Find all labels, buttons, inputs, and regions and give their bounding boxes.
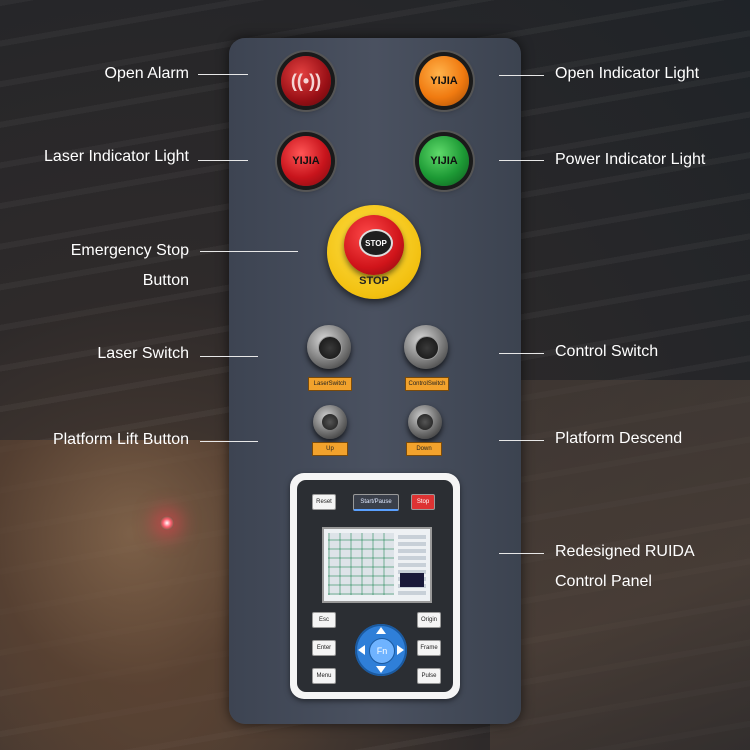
label-power-indicator: Power Indicator Light bbox=[555, 151, 706, 168]
platform-down-button[interactable] bbox=[408, 405, 442, 439]
label-open-indicator: Open Indicator Light bbox=[555, 65, 700, 82]
leader-platform-lift bbox=[200, 441, 258, 442]
brand-label: YIJIA bbox=[430, 155, 458, 167]
label-ruida-2: Control Panel bbox=[555, 573, 652, 590]
estop-cap: STOP bbox=[359, 229, 393, 257]
leader-platform-descend bbox=[499, 440, 544, 441]
button-cap bbox=[322, 414, 338, 430]
leader-power-indicator bbox=[499, 160, 544, 161]
key-slot-icon bbox=[318, 336, 342, 360]
laser-switch-tag: LaserSwitch bbox=[308, 377, 352, 391]
label-laser-indicator: Laser Indicator Light bbox=[44, 148, 189, 165]
stop-button[interactable]: Stop bbox=[411, 494, 435, 510]
origin-button[interactable]: Origin bbox=[417, 612, 441, 628]
esc-button[interactable]: Esc bbox=[312, 612, 336, 628]
arrow-right-icon[interactable] bbox=[397, 645, 404, 655]
brand-label: YIJIA bbox=[430, 75, 458, 87]
label-laser-switch: Laser Switch bbox=[97, 345, 189, 362]
menu-button[interactable]: Menu bbox=[312, 668, 336, 684]
leader-laser-switch bbox=[200, 356, 258, 357]
arrow-left-icon[interactable] bbox=[358, 645, 365, 655]
button-cap bbox=[417, 414, 433, 430]
power-indicator-light: YIJIA bbox=[419, 136, 469, 186]
label-emergency-stop-2: Button bbox=[142, 272, 189, 289]
estop-rim-text: STOP bbox=[359, 275, 389, 287]
estop-mushroom: STOP bbox=[344, 215, 404, 275]
laser-dot bbox=[160, 516, 174, 530]
frame-button[interactable]: Frame bbox=[417, 640, 441, 656]
label-open-alarm: Open Alarm bbox=[104, 65, 189, 82]
leader-emergency-stop bbox=[200, 251, 298, 252]
lcd-screen bbox=[322, 527, 432, 603]
up-tag: Up bbox=[312, 442, 348, 456]
label-platform-descend: Platform Descend bbox=[555, 430, 683, 447]
screen-graphic bbox=[328, 533, 394, 595]
laser-key-switch[interactable] bbox=[307, 325, 351, 369]
alarm-icon: ((•)) bbox=[290, 70, 322, 91]
power-icon bbox=[415, 336, 439, 360]
label-platform-lift: Platform Lift Button bbox=[52, 431, 189, 448]
controller-face: Reset Start/Pause Stop Esc Enter Menu Or… bbox=[297, 480, 453, 692]
emergency-stop-button[interactable]: STOP STOP bbox=[327, 205, 421, 299]
control-switch[interactable] bbox=[404, 325, 448, 369]
brand-label: YIJIA bbox=[292, 155, 320, 167]
start-pause-button[interactable]: Start/Pause bbox=[353, 494, 399, 511]
background-work-table bbox=[490, 380, 750, 750]
label-ruida-1: Redesigned RUIDA bbox=[555, 543, 695, 560]
direction-pad[interactable]: Fn bbox=[355, 624, 407, 676]
ruida-controller: Reset Start/Pause Stop Esc Enter Menu Or… bbox=[290, 473, 460, 699]
open-alarm-light: ((•)) bbox=[281, 56, 331, 106]
leader-open-indicator bbox=[499, 75, 544, 76]
leader-control-switch bbox=[499, 353, 544, 354]
laser-indicator-light: YIJIA bbox=[281, 136, 331, 186]
arrow-up-icon[interactable] bbox=[376, 627, 386, 634]
control-switch-tag: ControlSwitch bbox=[405, 377, 449, 391]
reset-button[interactable]: Reset bbox=[312, 494, 336, 510]
arrow-down-icon[interactable] bbox=[376, 666, 386, 673]
platform-up-button[interactable] bbox=[313, 405, 347, 439]
enter-button[interactable]: Enter bbox=[312, 640, 336, 656]
fn-button[interactable]: Fn bbox=[369, 638, 395, 664]
label-emergency-stop-1: Emergency Stop bbox=[70, 242, 189, 259]
leader-open-alarm bbox=[198, 74, 248, 75]
screen-parameters bbox=[398, 533, 426, 595]
label-control-switch: Control Switch bbox=[555, 343, 659, 360]
pulse-button[interactable]: Pulse bbox=[417, 668, 441, 684]
leader-ruida-panel bbox=[499, 553, 544, 554]
leader-laser-indicator bbox=[198, 160, 248, 161]
down-tag: Down bbox=[406, 442, 442, 456]
open-indicator-light: YIJIA bbox=[419, 56, 469, 106]
screen-block bbox=[400, 573, 424, 587]
